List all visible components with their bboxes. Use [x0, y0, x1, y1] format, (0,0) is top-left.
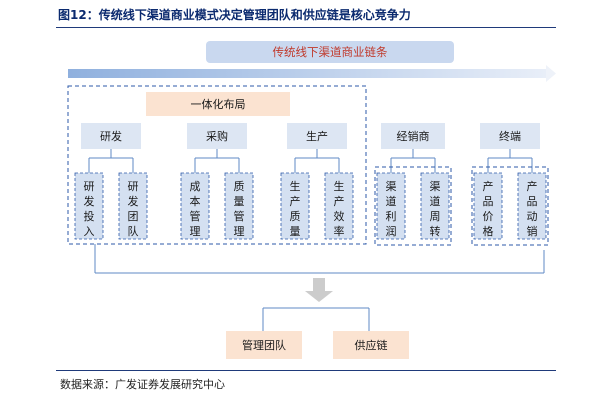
outcomes-connector: [262, 307, 370, 331]
banner-label: 传统线下渠道商业链条: [273, 45, 388, 59]
integrated-layout-label: 一体化布局: [146, 92, 290, 116]
figure-title: 图12：传统线下渠道商业模式决定管理团队和供应链是核心竞争力: [58, 8, 411, 22]
item-terminal-1: 产品价格: [473, 172, 503, 240]
item-label: 渠道周转: [430, 180, 441, 238]
item-label: 成本管理: [190, 180, 201, 238]
item-label: 渠道利润: [386, 180, 397, 238]
item-label: 产品动销: [527, 179, 538, 238]
svg-text:供应链: 供应链: [355, 338, 388, 352]
item-label: 生产质量: [290, 179, 301, 238]
frame-terminal: [471, 166, 549, 246]
bottom-rule: [56, 370, 556, 371]
item-label: 研发投入: [84, 180, 95, 238]
down-arrow: [305, 278, 333, 302]
group-label-procurement: 采购: [206, 129, 228, 143]
item-rnd-2: 研发团队: [118, 172, 148, 240]
chain-banner: 传统线下渠道商业链条: [206, 41, 454, 63]
outcome-management-team: 管理团队: [226, 331, 302, 359]
item-distributor-2: 渠道周转: [420, 172, 450, 240]
item-label: 生产效率: [334, 179, 345, 238]
item-production-1: 生产质量: [280, 172, 310, 240]
item-rnd-1: 研发投入: [74, 172, 104, 240]
item-label: 研发团队: [128, 180, 139, 238]
bottom-connector: [94, 244, 545, 274]
item-production-2: 生产效率: [324, 172, 354, 240]
integrated-layout-frame: [67, 85, 367, 245]
item-procurement-1: 成本管理: [180, 172, 210, 240]
item-label: 产品价格: [483, 179, 494, 238]
group-label-production: 生产: [306, 129, 328, 143]
frame-distributor: [374, 166, 452, 246]
source-note: 数据来源：广发证券发展研究中心: [60, 378, 225, 391]
group-label-terminal: 终端: [499, 129, 521, 143]
group-label-distributor: 经销商: [397, 129, 430, 143]
item-procurement-2: 质量管理: [224, 172, 254, 240]
chain-arrow: [68, 65, 556, 82]
outcome-supply-chain: 供应链: [333, 331, 409, 359]
svg-text:一体化布局: 一体化布局: [191, 97, 246, 111]
group-label-rnd: 研发: [100, 129, 122, 143]
svg-text:管理团队: 管理团队: [242, 338, 286, 352]
item-label: 质量管理: [234, 180, 245, 238]
item-distributor-1: 渠道利润: [376, 172, 406, 240]
item-terminal-2: 产品动销: [517, 172, 547, 240]
top-rule: [56, 27, 556, 28]
